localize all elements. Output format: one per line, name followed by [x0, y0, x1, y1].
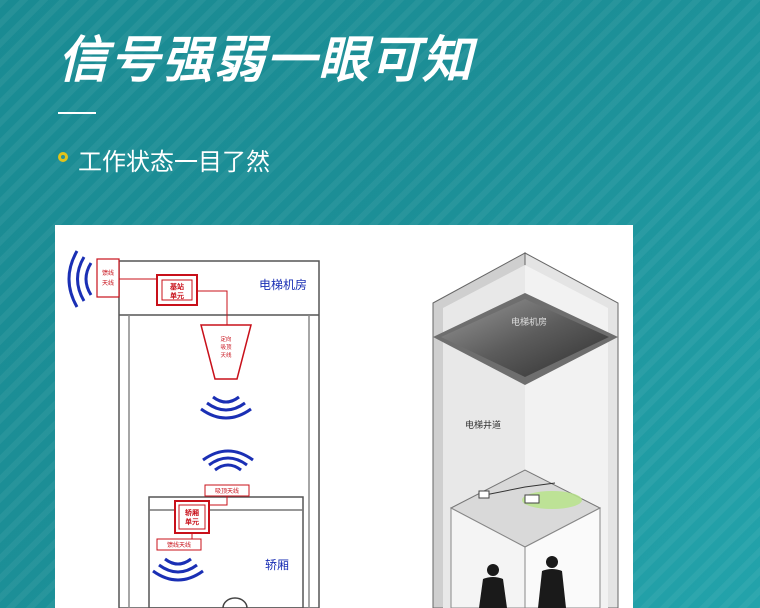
directional-antenna	[200, 324, 252, 380]
car-ceiling-light-icon	[222, 597, 248, 608]
elevator-diagram-panel: 馈线 天线 基站 单元 电梯机房 定向 吸顶 天线	[55, 225, 633, 608]
signal-wave-icon-up	[202, 449, 254, 472]
car-top-unit-icon	[524, 494, 540, 504]
right-schematic	[432, 252, 619, 608]
signal-wave-icon-down	[200, 395, 252, 420]
right-shaft-label: 电梯井道	[465, 419, 501, 431]
page-subtitle: 工作状态一目了然	[78, 148, 270, 176]
diagram-canvas: 馈线 天线 基站 单元 电梯机房 定向 吸顶 天线	[67, 250, 619, 608]
right-machine-room-label: 电梯机房	[511, 316, 547, 328]
svg-text:轿厢: 轿厢	[185, 508, 199, 517]
svg-text:馈线天线: 馈线天线	[167, 541, 191, 549]
svg-text:吸顶: 吸顶	[220, 344, 232, 351]
left-car-label: 轿厢	[265, 557, 289, 572]
svg-text:天线: 天线	[220, 351, 232, 359]
left-machine-room-label: 电梯机房	[259, 277, 307, 292]
people-silhouette-icon	[479, 556, 566, 608]
top-feeder-label: 馈线	[102, 269, 114, 277]
bullet-dot-icon	[58, 152, 68, 162]
svg-text:天线: 天线	[102, 279, 114, 287]
svg-text:单元: 单元	[185, 517, 199, 526]
title-divider	[58, 112, 96, 114]
left-tower-outline	[118, 260, 320, 608]
base-unit-label-1: 基站	[169, 282, 184, 291]
signal-wave-icon-car	[152, 557, 204, 582]
left-car-outline	[148, 496, 304, 608]
car-feeder-box	[156, 538, 202, 551]
page-title: 信号强弱一眼可知	[58, 31, 474, 89]
svg-text:吸顶天线: 吸顶天线	[215, 487, 239, 495]
signal-wave-icon-top-left	[67, 250, 93, 308]
left-schematic	[118, 260, 320, 608]
car-unit	[174, 500, 210, 534]
svg-text:定向: 定向	[220, 335, 231, 343]
base-unit-label-2: 单元	[170, 291, 184, 300]
car-left-face	[450, 507, 526, 608]
top-feeder-box	[96, 258, 120, 298]
